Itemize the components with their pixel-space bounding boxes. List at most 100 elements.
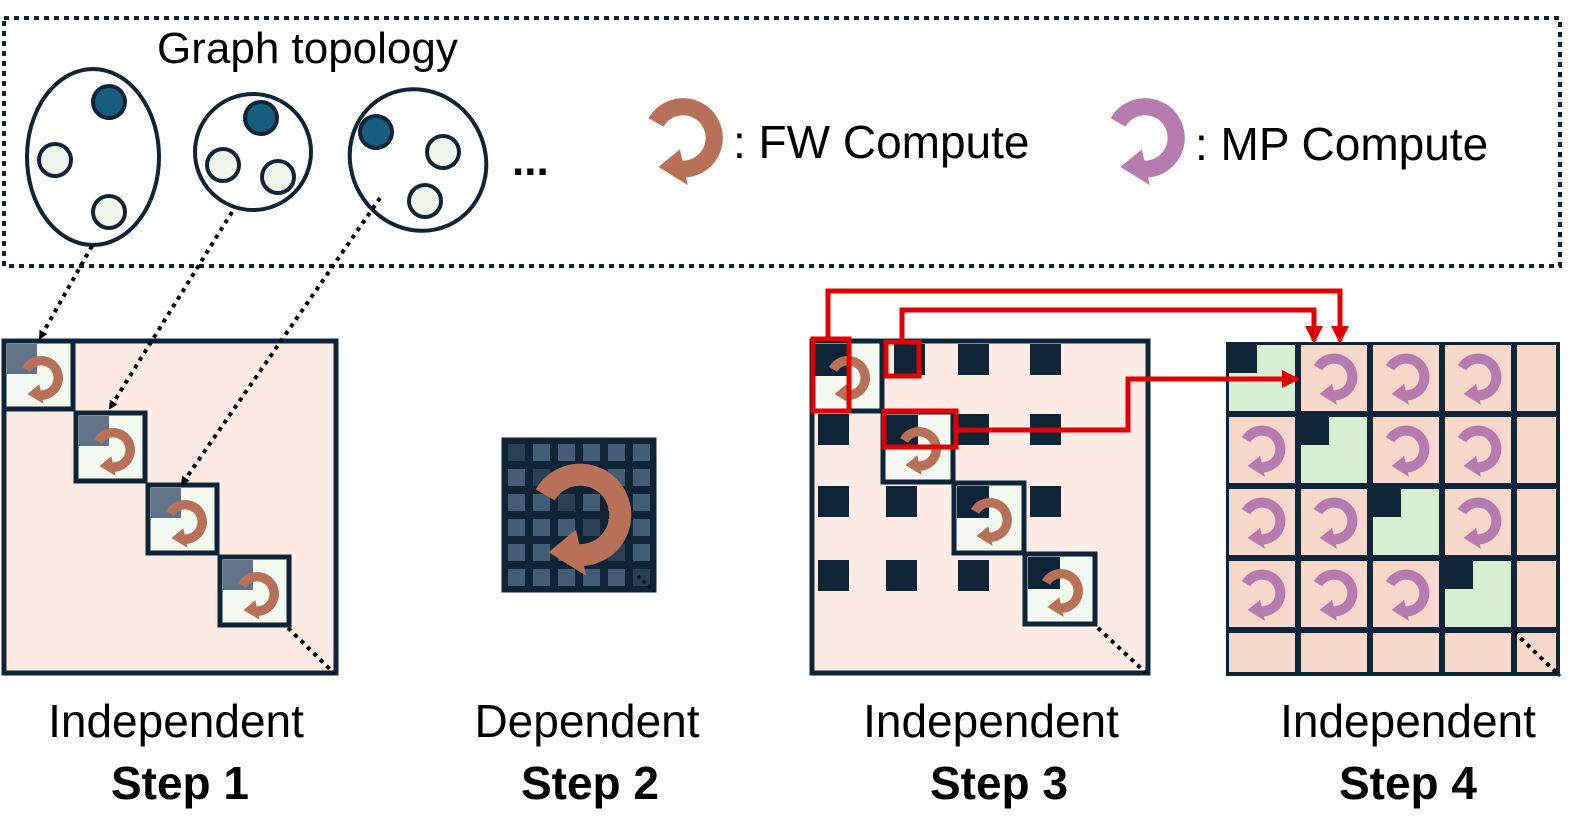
step-3-fw-icon-4-head [1047, 597, 1064, 618]
legend-fw: : FW Compute [648, 98, 1030, 186]
graph-2-node-light-a [205, 147, 241, 183]
step-4-mp-icon-head [1463, 455, 1481, 477]
step-3-dark-block [958, 344, 989, 375]
step-4-label: Step 4 [1339, 757, 1477, 809]
step-3-caption: Independent Step 3 [863, 695, 1119, 809]
step-4-mp-icon-arc [1241, 497, 1286, 545]
red-arrow-inner [899, 307, 1323, 344]
step-2-cell [558, 494, 575, 511]
step-2-cell [508, 444, 525, 461]
step-2-fw-compute-icon [535, 463, 632, 576]
step-4-diagonal-self [1301, 417, 1329, 445]
step-1-label: Step 1 [111, 757, 249, 809]
graph-3-node-light-a [425, 134, 461, 170]
step-2-label: Step 2 [521, 757, 659, 809]
step-3-continuation [1096, 626, 1148, 675]
step-2-cell [633, 444, 650, 461]
step-4-mp-icon [1241, 425, 1286, 477]
step-4-mp-icon-arc [1385, 353, 1430, 401]
fw-compute-icon [648, 98, 723, 186]
step-1-caption: Independent Step 1 [48, 695, 304, 809]
step-2-cell [633, 494, 650, 511]
red-arrow-outer [825, 288, 1349, 344]
step-1-fw-icon-2-arc [93, 428, 135, 472]
step-2-cell [583, 519, 600, 536]
step-1-fw-icon-2-head [99, 456, 116, 477]
step-3-fw-icon-1-arc [828, 356, 870, 400]
topology-border [2, 16, 1562, 268]
step-4-cell [1517, 561, 1556, 627]
step-4-mp-icon [1313, 569, 1358, 621]
step-4-mp-icon [1313, 497, 1358, 549]
step-3-fw-icon-4-arc [1041, 569, 1083, 613]
mp-compute-label: : MP Compute [1195, 118, 1488, 170]
graph-1-node-light-b [91, 194, 127, 230]
step-4-mp-icon-head [1391, 599, 1409, 621]
step-3-dark-block [818, 560, 849, 591]
step-2-cell [633, 519, 650, 536]
step-1-fw-icon-3-head [171, 528, 188, 549]
step-1-fw-icon-4-head [243, 600, 260, 621]
graph-2-node-light-b [260, 159, 296, 195]
step-2-cell [533, 569, 550, 586]
step-4-diagonal-self [1445, 561, 1473, 589]
step-4-mp-icon-head [1391, 383, 1409, 405]
step-4-mp-icon-head [1247, 527, 1265, 549]
step-2-cell [508, 494, 525, 511]
step-4-mp-icon-head [1463, 527, 1481, 549]
step-3-fw-icon-3 [970, 498, 1012, 547]
step-3-dark-block [1030, 486, 1061, 517]
step-3-kind: Independent [863, 695, 1119, 747]
step-4-mp-icon-head [1319, 527, 1337, 549]
step-4-mp-icon-arc [1457, 425, 1502, 473]
topology-ellipsis: ... [512, 136, 549, 185]
step-4-mp-icon [1385, 425, 1430, 477]
step-1-fw-icon-1 [21, 356, 63, 405]
step-4-matrix [1226, 342, 1562, 678]
step-3-fw-icon-3-head [976, 526, 993, 547]
graph-1 [25, 67, 161, 247]
step-4-mp-icon [1385, 353, 1430, 405]
step-1-matrix [1, 338, 339, 676]
step-4-mp-icon-arc [1313, 497, 1358, 545]
step-3-dark-block [1030, 344, 1061, 375]
step-2-cell [533, 544, 550, 561]
step-3-dark-block [818, 486, 849, 517]
graph-topology-panel: Graph topology ... [2, 16, 1562, 268]
graph-3-ellipse [347, 87, 489, 233]
step-4-mp-icon [1457, 497, 1502, 549]
step-3-highlight-diagonal [810, 336, 852, 414]
step-1-fw-icon-3-arc [165, 500, 207, 544]
step-4-mp-icon-arc [1385, 569, 1430, 617]
step-3-dark-block [818, 414, 849, 445]
step-3-fw-icon-2-arc [899, 427, 941, 471]
step-2-cell [533, 494, 550, 511]
step-4-mp-icon-head [1319, 383, 1337, 405]
step-2-cell [508, 469, 525, 486]
step-4-mp-icon [1241, 569, 1286, 621]
red-arrow-side [956, 370, 1300, 433]
graph-1-ellipse [25, 67, 161, 247]
step-3-fw-icon-2-head [905, 455, 922, 476]
step-4-mp-icon-head [1247, 455, 1265, 477]
step-4-mp-icon-head [1391, 455, 1409, 477]
step-3-dark-block [958, 560, 989, 591]
step-3-dark-block [886, 560, 917, 591]
step-1-fw-icon-4-arc [237, 572, 279, 616]
step-4-cell [1229, 633, 1295, 672]
step-4-mp-icon-arc [1313, 569, 1358, 617]
step-2-cell [583, 444, 600, 461]
step-4-mp-icon-head [1319, 599, 1337, 621]
step-2-grid-border [501, 437, 657, 593]
step-4-mp-icon [1457, 353, 1502, 405]
step-4-mp-icon-head [1247, 599, 1265, 621]
step-3-label: Step 3 [930, 757, 1068, 809]
step-4-mp-icon [1313, 353, 1358, 405]
step-2-cell [508, 569, 525, 586]
step-4-cell [1445, 633, 1511, 672]
step-1-continuation [286, 626, 336, 675]
step-4-cell [1517, 489, 1556, 555]
step-1-kind: Independent [48, 695, 304, 747]
step-4-kind: Independent [1280, 695, 1536, 747]
step-4-mp-icon [1385, 569, 1430, 621]
